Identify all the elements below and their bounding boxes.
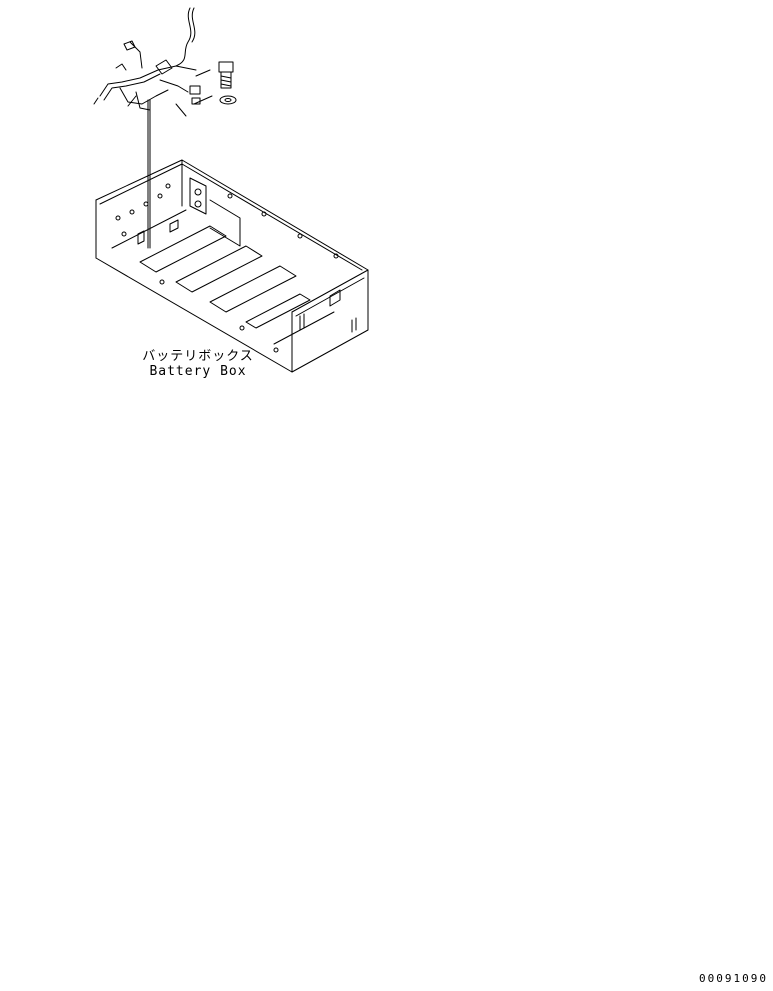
battery-box xyxy=(96,160,368,372)
bolt-top xyxy=(219,62,233,88)
washer-top xyxy=(220,96,236,104)
leader-lines-top xyxy=(128,70,212,116)
battery-box-label-en: Battery Box xyxy=(149,364,247,379)
figure-number: 00091090 xyxy=(699,972,768,985)
battery-box-label-jp: バッテリボックス xyxy=(142,349,254,364)
battery-harness-assembly xyxy=(94,8,200,248)
